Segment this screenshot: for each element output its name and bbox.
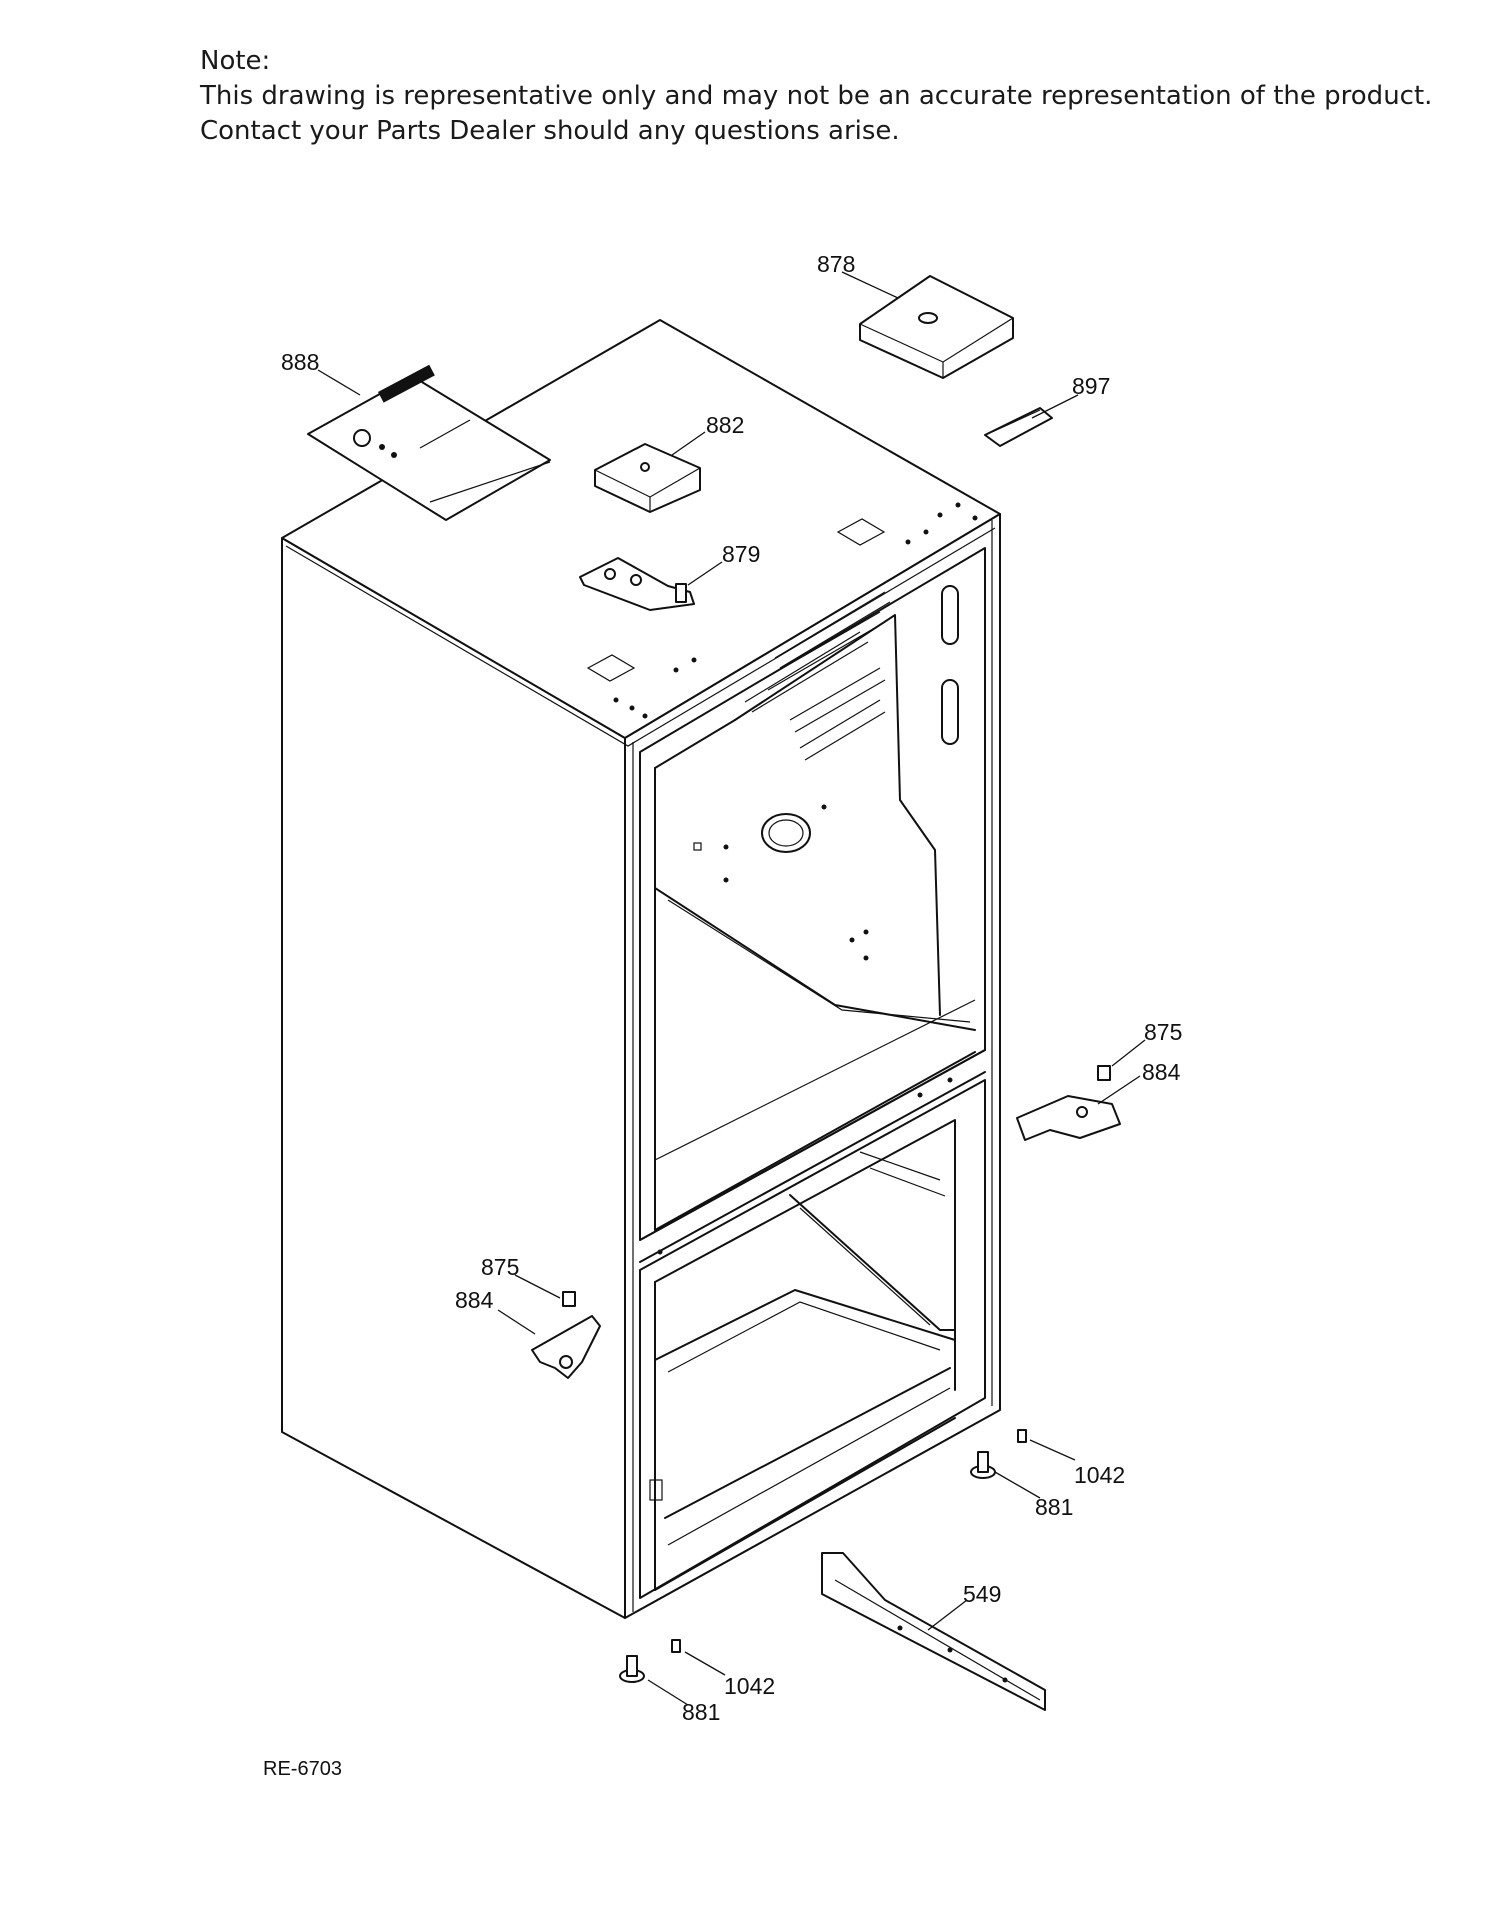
- callout-881-left: 881: [682, 1699, 720, 1725]
- side-slot: [941, 585, 959, 645]
- callout-875-left: 875: [481, 1254, 519, 1280]
- note-line-2: Contact your Parts Dealer should any que…: [200, 116, 900, 146]
- callout-888: 888: [281, 349, 319, 375]
- fresh-food-compartment: [639, 547, 986, 1241]
- callout-549: 549: [963, 1581, 1001, 1607]
- part-878-cover: [859, 275, 1014, 379]
- part-879-hinge: [579, 557, 695, 611]
- part-888-label: [307, 364, 551, 521]
- part-875-right-pin: [1097, 1065, 1111, 1081]
- top-square-hole: [836, 518, 886, 546]
- diagram-code: RE-6703: [263, 1758, 342, 1780]
- callout-1042-right: 1042: [1074, 1462, 1125, 1488]
- callout-875-right: 875: [1144, 1019, 1182, 1045]
- part-884-right-hinge: [1016, 1095, 1121, 1141]
- part-881-right-leveler: [970, 1451, 996, 1479]
- freezer-compartment: [639, 1079, 986, 1599]
- callout-884-right: 884: [1142, 1059, 1181, 1085]
- part-1042-right-screw: [1017, 1429, 1027, 1443]
- top-screw-holes: [613, 502, 978, 719]
- note-line-1: This drawing is representative only and …: [200, 81, 1433, 111]
- note-heading: Note:: [200, 46, 271, 76]
- evaporator-ribs: [744, 591, 891, 761]
- leader-lines: [317, 271, 1146, 1706]
- side-slot: [941, 679, 959, 745]
- top-square-hole: [586, 654, 636, 682]
- part-549-bracket: [821, 1552, 1046, 1711]
- part-875-left-pin: [562, 1291, 576, 1307]
- callout-878: 878: [817, 251, 855, 277]
- callout-879: 879: [722, 541, 760, 567]
- callout-881-right: 881: [1035, 1494, 1073, 1520]
- part-897-clip: [984, 407, 1053, 447]
- mullion: [639, 1049, 986, 1263]
- callout-labels: 878 888 897 882 879 875 884 875 884 1042…: [281, 251, 1182, 1725]
- callout-897: 897: [1072, 373, 1110, 399]
- oval-port: [761, 813, 811, 853]
- part-1042-left-screw: [671, 1639, 681, 1653]
- part-881-left-leveler: [619, 1655, 645, 1683]
- callout-884-left: 884: [455, 1287, 494, 1313]
- note-block: Note: This drawing is representative onl…: [200, 44, 1433, 149]
- part-884-left-hinge: [531, 1315, 601, 1379]
- callout-882: 882: [706, 412, 744, 438]
- callout-1042-left: 1042: [724, 1673, 775, 1699]
- part-882-cover: [594, 443, 701, 513]
